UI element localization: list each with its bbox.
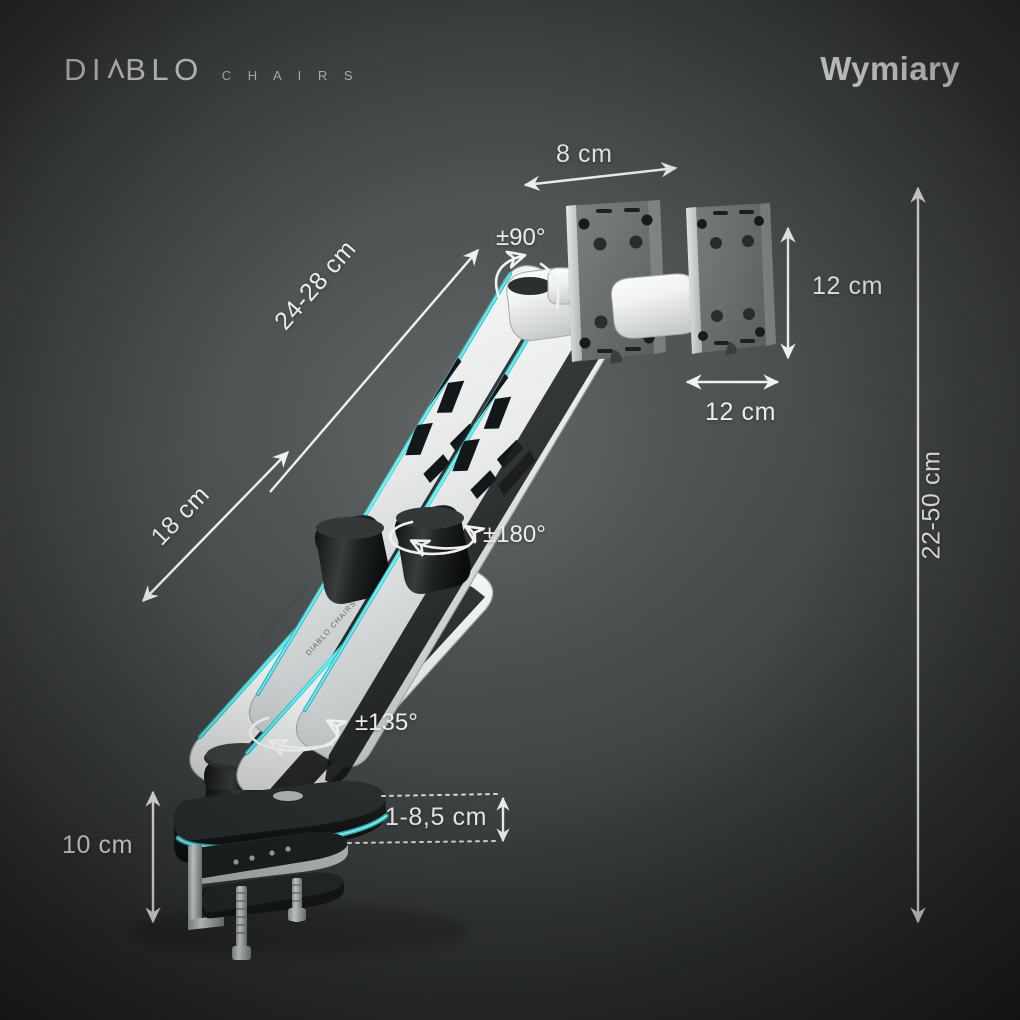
monitor-arm-front: DIABLO CHAIRS: [236, 551, 494, 817]
swivel-joint-front: [394, 505, 471, 594]
svg-text:DIABLO CHAIRS: DIABLO CHAIRS: [304, 599, 358, 658]
dimension-label-total-height: 22-50 cm: [917, 450, 946, 560]
demon-face-graphic: [349, 308, 489, 484]
rotation-label-swivel: ±180°: [483, 521, 546, 548]
dimension-label-upper-arm: 24-28 cm: [269, 234, 362, 336]
svg-text:DIABLO CHAIRS: DIABLO CHAIRS: [257, 583, 311, 642]
logo-letter-a-icon: [106, 56, 125, 80]
monitor-arm-upper-rear: [248, 265, 579, 768]
leader-desk-bottom: [347, 840, 498, 844]
rotation-label-base: ±135°: [355, 709, 418, 736]
logo-wordmark: DI BLO: [64, 52, 204, 88]
tilt-head-rear: [506, 267, 601, 341]
dimension-label-vesa-height: 12 cm: [812, 272, 884, 300]
dimension-label-vesa-depth: 12 cm: [705, 398, 777, 426]
demon-face-graphic-front: [396, 324, 536, 500]
dimension-label-desk-thickness: 1-8,5 cm: [385, 803, 488, 831]
rotation-arc-base: [248, 716, 338, 750]
logo-text-part2: BLO: [125, 52, 204, 87]
vesa-plate-rear: [566, 200, 666, 364]
dimension-label-clamp-height: 10 cm: [62, 831, 134, 859]
base-post-rear: [204, 743, 280, 840]
dimline-vesa-width: [523, 161, 678, 192]
vesa-plate-front: [686, 203, 776, 355]
dimension-label-vesa-width: 8 cm: [556, 140, 613, 168]
logo-subtext: C H A I R S: [221, 68, 359, 83]
rotation-label-tilt: ±90°: [496, 224, 546, 251]
swivel-joint-rear: [314, 515, 391, 604]
monitor-arm-upper-front: [295, 281, 626, 784]
monitor-arm-rear: DIABLO CHAIRS: [189, 535, 447, 801]
desk-clamp-base: [174, 781, 389, 960]
rotation-arc-swivel: [388, 520, 474, 554]
logo-text-part1: DI: [64, 52, 106, 87]
brand-logo: DI BLO C H A I R S: [64, 52, 359, 88]
leader-desk-top: [381, 793, 498, 797]
page-title: Wymiary: [820, 50, 960, 87]
dimension-label-lower-arm: 18 cm: [145, 480, 216, 551]
rotation-arc-tilt: [494, 256, 560, 310]
tilt-head-front: [610, 273, 701, 339]
